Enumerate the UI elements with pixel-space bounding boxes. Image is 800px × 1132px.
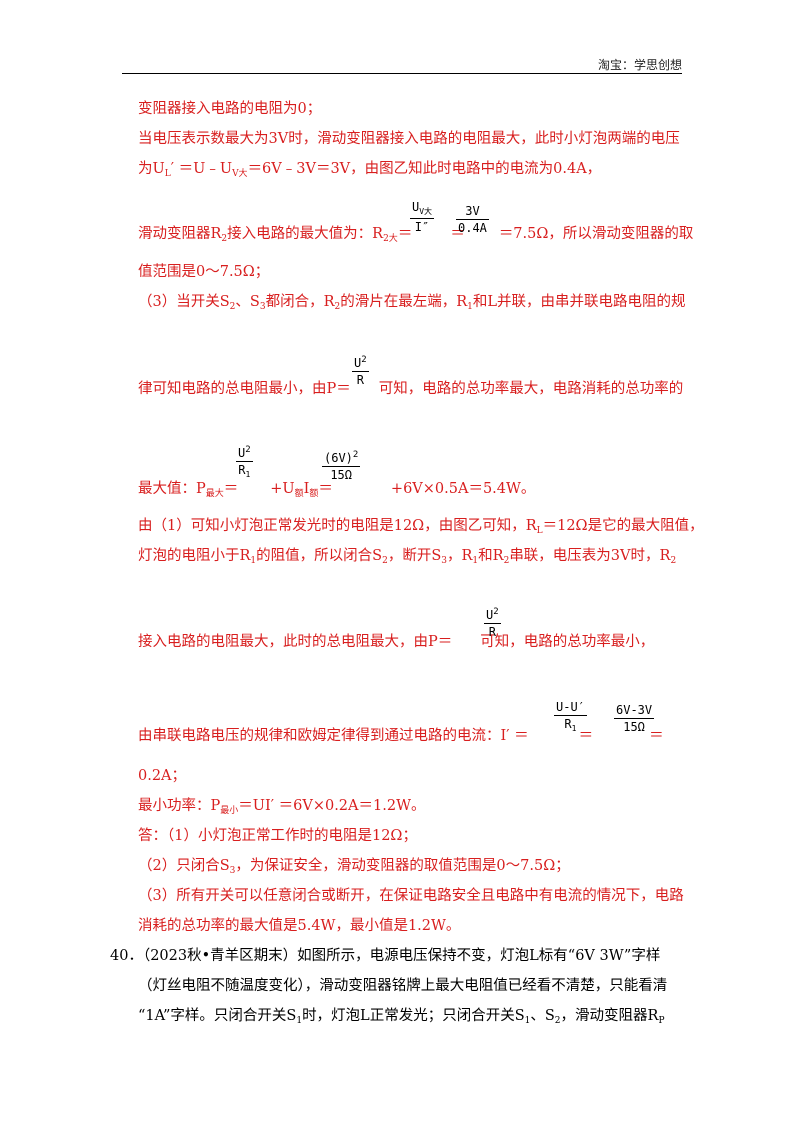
text-line: 律可知电路的总电阻最小，由P＝可知，电路的总功率最大，电路消耗的总功率的 [138,381,684,397]
text-line: 由（1）可知小灯泡正常发光时的电阻是12Ω，由图乙可知，RL＝12Ω是它的最大阻… [138,518,704,536]
text-line: 0.2A； [138,768,187,784]
text-line: 灯泡的电阻小于R1的阻值，所以闭合S2，断开S3，R1和R2串联，电压表为3V时… [138,548,677,566]
text-line: 消耗的总功率的最大值是5.4W，最小值是1.2W。 [138,918,461,934]
header-brand: 淘宝：学思创想 [597,58,682,72]
fraction-current: U-U′R1 [554,700,587,733]
text-line: 滑动变阻器R2接入电路的最大值为：R2大＝＝＝7.5Ω，所以滑动变阻器的取 [138,226,694,244]
text-line: （3）当开关S2、S3都闭合，R2的滑片在最左端，R1和L并联，由串并联电路电阻… [138,294,686,312]
question-40-line: （灯丝电阻不随温度变化），滑动变阻器铭牌上最大电阻值已经看不清楚，只能看清 [138,978,668,994]
text-line: 变阻器接入电路的电阻为0； [138,101,322,117]
text-line: 最大值：P最大＝+U额I额＝+6V×0.5A＝5.4W。 [138,481,536,499]
text-line: 当电压表示数最大为3V时，滑动变阻器接入电路的电阻最大，此时小灯泡两端的电压 [138,131,680,147]
text-line: 答：（1）小灯泡正常工作时的电阻是12Ω； [138,828,417,844]
text-line: 接入电路的电阻最大，此时的总电阻最大，由P＝可知，电路的总功率最小， [138,634,655,650]
text-line: （3）所有开关可以任意闭合或断开，在保证电路安全且电路中有电流的情况下，电路 [138,888,684,904]
text-line: 值范围是0～7.5Ω； [138,264,270,280]
page-header: 淘宝：学思创想 [122,58,682,74]
text-line: 最小功率：P最小＝UI′ ＝6V×0.2A＝1.2W。 [138,798,426,816]
question-40-line: 40．（2023秋•青羊区期末）如图所示，电源电压保持不变，灯泡L标有“6V 3… [110,948,661,964]
text-line: 为UL′ ＝U﹣UV大＝6V﹣3V＝3V，由图乙知此时电路中的电流为0.4A， [138,161,602,179]
question-40-line: “1A”字样。只闭合开关S1时，灯泡L正常发光；只闭合开关S1、S2，滑动变阻器… [138,1008,665,1026]
text-line: （2）只闭合S3，为保证安全，滑动变阻器的取值范围是0～7.5Ω； [138,858,570,876]
text-line: 由串联电路电压的规律和欧姆定律得到通过电路的电流：I′ ＝＝＝ [138,728,664,744]
